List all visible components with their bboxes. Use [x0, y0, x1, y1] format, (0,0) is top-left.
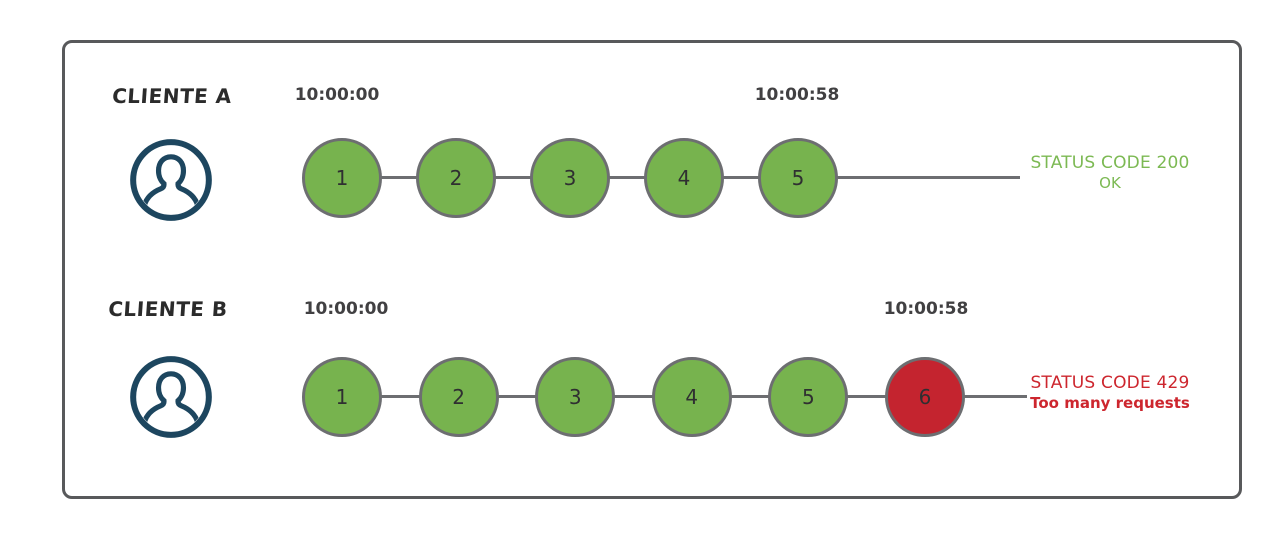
- request-circle: 2: [418, 357, 499, 437]
- request-number: 4: [685, 385, 699, 409]
- client-a-requests: 1 2 3 4 5: [302, 138, 838, 218]
- status-message-text: Too many requests: [1030, 394, 1190, 413]
- request-number: 1: [335, 166, 349, 190]
- diagram-frame: [62, 40, 1242, 499]
- user-avatar-icon: [128, 137, 214, 223]
- status-code-text: STATUS CODE 200: [1030, 153, 1190, 173]
- client-b-label: CLIENTE B: [107, 297, 229, 321]
- client-b-start-time: 10:00:00: [303, 299, 389, 319]
- request-circle: 4: [644, 138, 724, 218]
- status-message-text: OK: [1099, 174, 1121, 193]
- client-a-start-time: 10:00:00: [294, 85, 380, 105]
- request-circle: 5: [768, 357, 849, 437]
- request-circle: 4: [651, 357, 732, 437]
- client-a-end-time: 10:00:58: [754, 85, 840, 105]
- status-code-text: STATUS CODE 429: [1030, 373, 1190, 393]
- request-number: 6: [918, 385, 932, 409]
- request-number: 3: [568, 385, 582, 409]
- request-number: 3: [563, 166, 577, 190]
- request-circle: 3: [535, 357, 616, 437]
- request-circle: 1: [302, 138, 382, 218]
- request-circle: 3: [530, 138, 610, 218]
- request-circle: 1: [302, 357, 382, 437]
- request-circle: 5: [758, 138, 838, 218]
- request-circle: 2: [416, 138, 496, 218]
- user-avatar-icon: [128, 354, 214, 440]
- request-number: 1: [335, 385, 349, 409]
- client-b-requests: 1 2 3 4 5 6: [302, 357, 965, 437]
- client-a-label: CLIENTE A: [111, 84, 233, 108]
- request-number: 4: [677, 166, 691, 190]
- request-number: 2: [452, 385, 465, 409]
- request-number: 2: [449, 166, 463, 190]
- client-b-end-time: 10:00:58: [883, 299, 969, 319]
- request-number: 5: [802, 385, 815, 409]
- client-a-status: STATUS CODE 200 OK: [1025, 153, 1195, 193]
- client-b-status: STATUS CODE 429 Too many requests: [1025, 373, 1195, 413]
- request-number: 5: [791, 166, 805, 190]
- request-circle: 6: [884, 357, 965, 437]
